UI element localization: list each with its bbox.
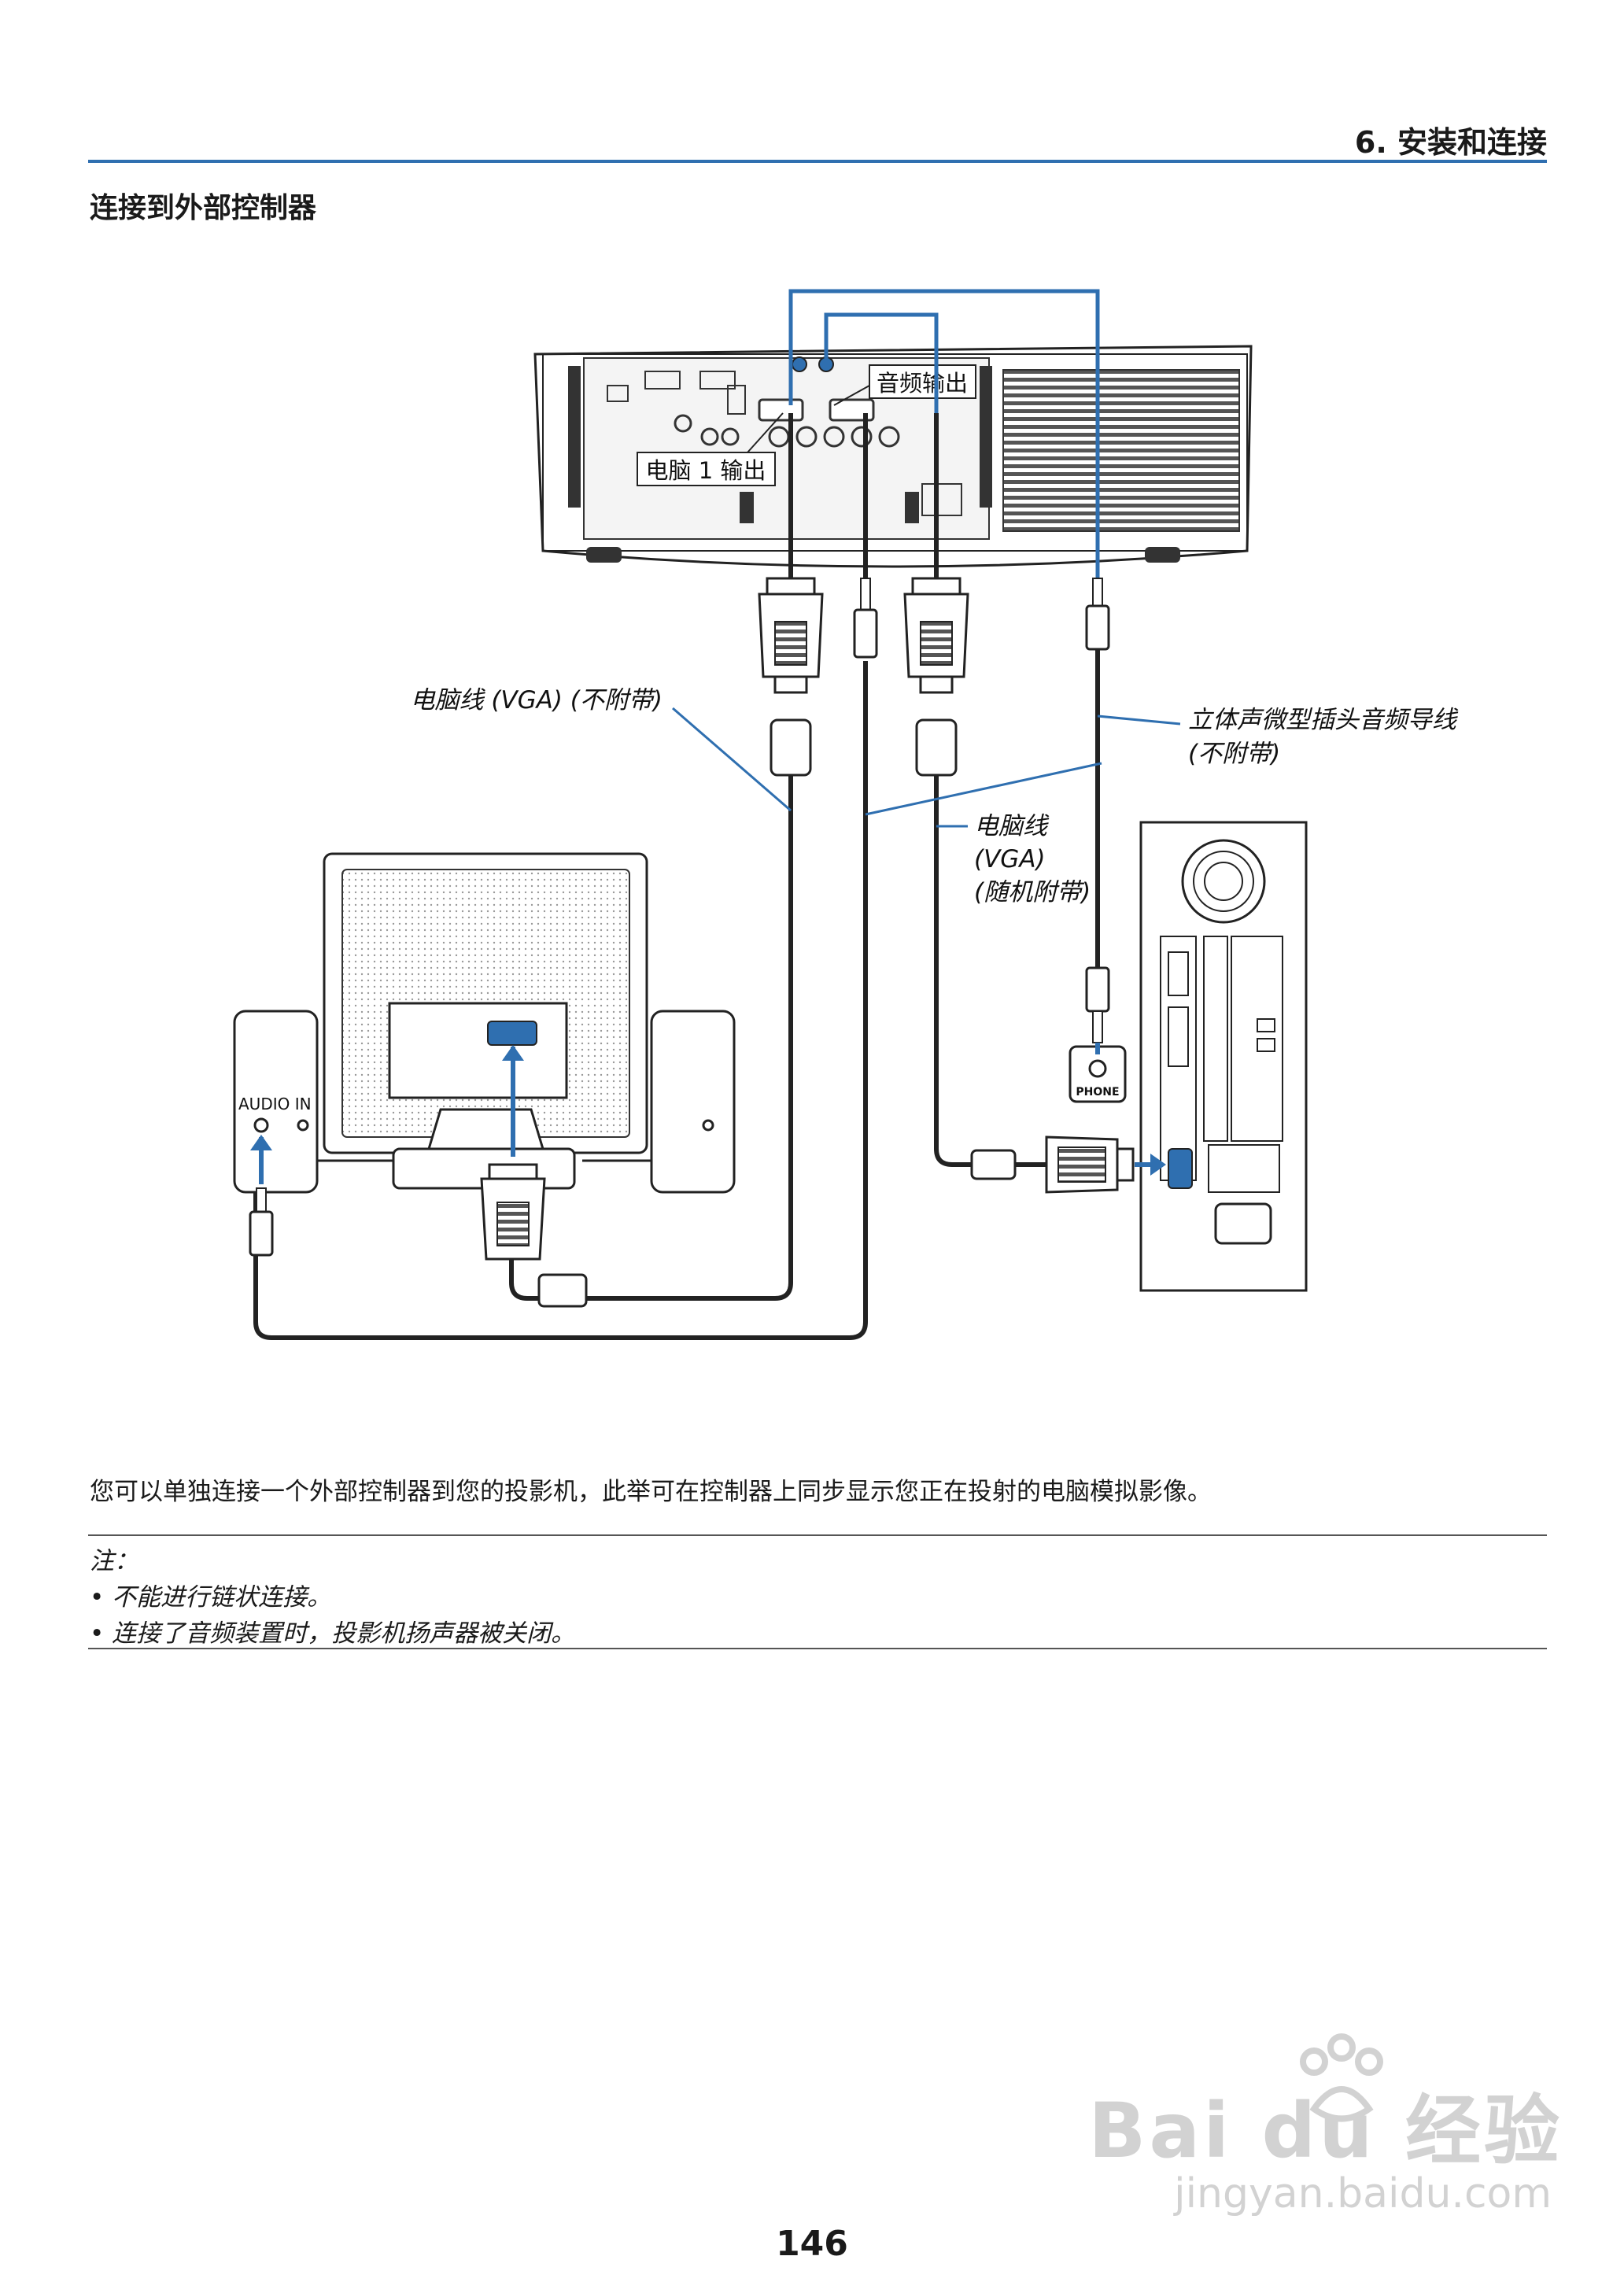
callout-audio-out-text: 音频输出 [877, 370, 968, 397]
notes-bottom-rule [88, 1648, 1547, 1649]
vga-plug-pc [970, 1135, 1166, 1194]
label-stereo-cable-2: (不附带) [1188, 740, 1280, 768]
watermark-brand: Bai du 经验 [1088, 2087, 1563, 2175]
callout-audio-out: 音频输出 [833, 364, 976, 406]
callout-computer1-out: 电脑 1 输出 [637, 412, 784, 486]
vga-plug-monitor [480, 1163, 588, 1308]
audio-plug-1 [853, 578, 878, 659]
monitor [323, 852, 648, 1190]
chapter-title: 6. 安装和连接 [1354, 125, 1547, 160]
body-paragraph: 您可以单独连接一个外部控制器到您的投影机，此举可在控制器上同步显示您正在投射的电… [90, 1478, 1212, 1506]
page-number: 146 [776, 2224, 848, 2264]
header-rule [88, 160, 1547, 163]
label-vga-supplied-2: (VGA) [974, 845, 1046, 873]
label-phone: PHONE [1076, 1086, 1119, 1098]
watermark-paw-icon [1300, 2033, 1383, 2122]
note-item-1: • 不能进行链状连接。 [90, 1583, 332, 1612]
vga-plug-1 [758, 577, 824, 777]
label-vga-supplied-3: (随机附带) [974, 878, 1091, 906]
label-leaders [672, 707, 1181, 828]
notes-top-rule [88, 1534, 1547, 1536]
notes-title: 注： [90, 1547, 138, 1575]
speaker-right [582, 1010, 736, 1194]
label-vga-supplied-1: 电脑线 [974, 812, 1050, 840]
pc-phone-jack [1069, 1043, 1127, 1103]
pc-tower [1139, 821, 1308, 1292]
vga-plug-2 [903, 577, 969, 777]
label-stereo-cable-1: 立体声微型插头音频导线 [1188, 706, 1459, 734]
section-heading: 连接到外部控制器 [90, 192, 317, 224]
audio-plug-speaker [249, 1135, 274, 1257]
label-vga-not-supplied: 电脑线 (VGA) (不附带) [410, 686, 663, 714]
audio-plug-2 [1085, 578, 1110, 1043]
note-item-2: • 连接了音频装置时，投影机扬声器被关闭。 [90, 1619, 576, 1648]
cables [253, 413, 1100, 1340]
watermark-url: jingyan.baidu.com [1174, 2170, 1552, 2217]
connection-diagram: 音频输出 电脑 1 输出 [233, 289, 1459, 1340]
callout-computer1-out-text: 电脑 1 输出 [646, 457, 766, 484]
projector [533, 345, 1253, 568]
label-audio-in: AUDIO IN [238, 1095, 312, 1113]
